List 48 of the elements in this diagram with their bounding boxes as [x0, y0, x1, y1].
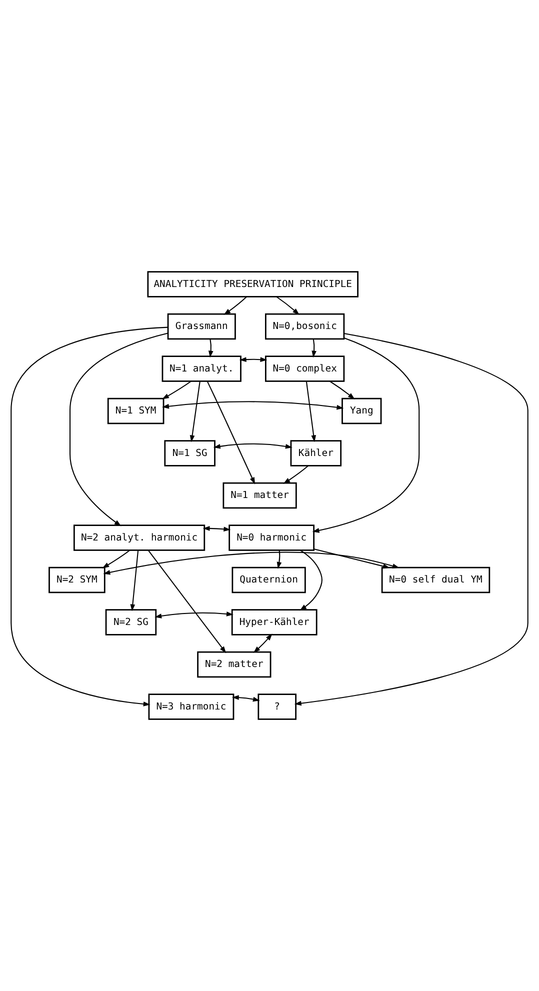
arrow	[300, 550, 322, 611]
node-box: N=0 complex	[265, 356, 345, 382]
arrow	[154, 612, 234, 618]
node-box: N=1 SG	[164, 440, 216, 466]
arrow	[190, 381, 200, 442]
node-box: N=0,bosonic	[265, 313, 345, 340]
node-box: ?	[258, 694, 297, 720]
arrow	[312, 338, 420, 533]
node-box: Yang	[342, 398, 382, 424]
arrow	[232, 695, 260, 702]
arrow	[283, 465, 309, 484]
arrow	[312, 338, 316, 358]
arrow	[213, 443, 292, 449]
arrow	[202, 526, 231, 532]
arrow	[276, 296, 300, 315]
arrow	[103, 552, 400, 575]
arrow	[253, 634, 272, 653]
arrow	[206, 381, 256, 484]
arrow	[314, 548, 390, 569]
node-box: Kähler	[290, 440, 342, 466]
node-box: N=2 SG	[105, 609, 157, 636]
arrow	[148, 550, 226, 654]
node-box: N=0 self dual YM	[381, 566, 490, 594]
arrow	[239, 357, 268, 362]
node-box: Hyper-Kähler	[231, 609, 318, 636]
node-box: Quaternion	[232, 566, 306, 594]
arrow	[162, 401, 344, 410]
arrow	[10, 326, 168, 706]
arrow	[306, 381, 316, 442]
arrow	[330, 380, 355, 400]
node-box: N=1 matter	[222, 482, 297, 509]
node-box: N=1 SYM	[107, 398, 164, 424]
arrow	[208, 338, 214, 358]
arrow	[102, 550, 130, 568]
node-box: N=0 harmonic	[228, 524, 315, 551]
node-box: N=2 analyt. harmonic	[73, 524, 206, 551]
node-box: N=2 SYM	[48, 566, 106, 594]
arrow	[224, 296, 247, 315]
arrow	[276, 550, 282, 569]
arrow	[70, 332, 168, 526]
arrow	[294, 333, 528, 706]
arrow	[130, 550, 139, 612]
node-box: Grassmann	[167, 313, 236, 340]
arrow	[162, 380, 192, 400]
node-box: N=3 harmonic	[148, 694, 234, 720]
node-box: ANALYTICITY PRESERVATION PRINCIPLE	[147, 271, 358, 298]
node-box: N=1 analyt.	[162, 356, 242, 382]
node-box: N=2 matter	[197, 651, 272, 678]
